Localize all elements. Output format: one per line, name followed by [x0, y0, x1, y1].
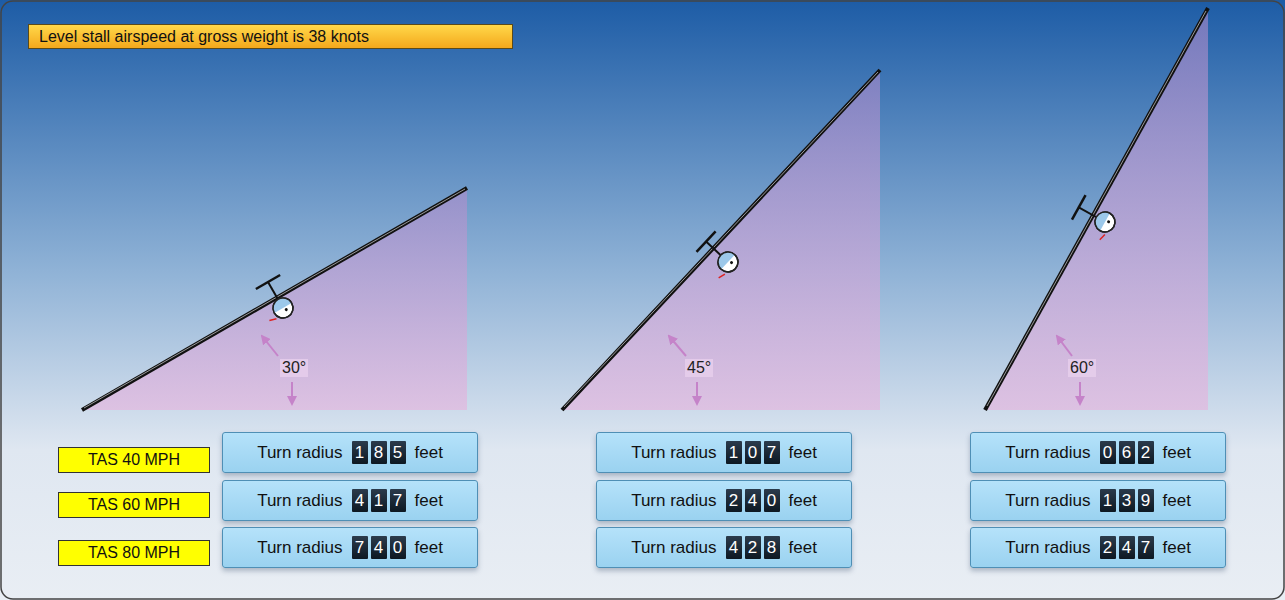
digit: 2 — [748, 538, 757, 558]
digit: 2 — [729, 491, 738, 511]
label-text: feet — [1163, 443, 1191, 463]
digit-tile: 1 — [371, 489, 387, 512]
digit-tile: 2 — [726, 489, 742, 512]
digit: 4 — [729, 538, 738, 558]
digit: 8 — [374, 443, 383, 463]
digit-tile: 4 — [371, 536, 387, 559]
digit: 2 — [1103, 538, 1112, 558]
digit: 0 — [767, 491, 776, 511]
turn-radius-box: Turn radius feet 240 — [596, 480, 852, 521]
digit: 5 — [393, 443, 402, 463]
digit-tile: 1 — [352, 441, 368, 464]
digit-tile: 0 — [1100, 441, 1116, 464]
label-text: Turn radius — [1005, 443, 1090, 463]
digit: 7 — [355, 538, 364, 558]
digit-tile: 2 — [1138, 441, 1154, 464]
digit: 4 — [748, 491, 757, 511]
digit: 2 — [1141, 443, 1150, 463]
airspeed-box: TAS 60 MPH — [58, 492, 210, 518]
turn-radius-box: Turn radius feet 740 — [222, 527, 478, 568]
digit-tile: 9 — [1138, 489, 1154, 512]
bank-angle-label: 45° — [685, 359, 713, 377]
digit-tile: 5 — [390, 441, 406, 464]
turn-radius-box: Turn radius feet 417 — [222, 480, 478, 521]
digit-tile: 8 — [764, 536, 780, 559]
label-text: Turn radius — [1005, 538, 1090, 558]
turn-radius-box: Turn radius feet 139 — [970, 480, 1226, 521]
digit: 7 — [1141, 538, 1150, 558]
note-box: Level stall airspeed at gross weight is … — [28, 24, 513, 49]
digit-tile: 0 — [764, 489, 780, 512]
label-text: Level stall airspeed at gross weight is … — [39, 28, 369, 45]
label-text: feet — [415, 491, 443, 511]
label-text: feet — [415, 538, 443, 558]
label-text: Turn radius — [1005, 491, 1090, 511]
digit: 8 — [767, 538, 776, 558]
digit: 1 — [1103, 491, 1112, 511]
digit: 7 — [767, 443, 776, 463]
label-text: TAS 80 MPH — [88, 544, 180, 562]
turn-radius-box: Turn radius feet 062 — [970, 432, 1226, 473]
turn-radius-box: Turn radius feet 247 — [970, 527, 1226, 568]
label-text: Turn radius — [257, 538, 342, 558]
label-text: Turn radius — [257, 443, 342, 463]
digit: 0 — [1103, 443, 1112, 463]
digit: 4 — [374, 538, 383, 558]
digit-tile: 8 — [371, 441, 387, 464]
digit-tile: 7 — [352, 536, 368, 559]
turn-radius-box: Turn radius feet 428 — [596, 527, 852, 568]
digit: 4 — [355, 491, 364, 511]
digit: 0 — [393, 538, 402, 558]
digit-tile: 4 — [745, 489, 761, 512]
digit-tile: 4 — [726, 536, 742, 559]
digit: 6 — [1122, 443, 1131, 463]
turn-radius-box: Turn radius feet 107 — [596, 432, 852, 473]
label-text: feet — [789, 538, 817, 558]
label-text: TAS 40 MPH — [88, 451, 180, 469]
digit: 9 — [1141, 491, 1150, 511]
digit: 7 — [393, 491, 402, 511]
label-text: feet — [789, 491, 817, 511]
digit-tile: 4 — [352, 489, 368, 512]
airspeed-box: TAS 40 MPH — [58, 447, 210, 473]
turn-radius-box: Turn radius feet 185 — [222, 432, 478, 473]
label-text: Turn radius — [631, 491, 716, 511]
digit: 1 — [374, 491, 383, 511]
digit-tile: 3 — [1119, 489, 1135, 512]
label-text: TAS 60 MPH — [88, 496, 180, 514]
digit-tile: 7 — [1138, 536, 1154, 559]
digit-tile: 2 — [1100, 536, 1116, 559]
label-text: feet — [415, 443, 443, 463]
digit-tile: 4 — [1119, 536, 1135, 559]
digit: 3 — [1122, 491, 1131, 511]
airspeed-box: TAS 80 MPH — [58, 540, 210, 566]
bank-angle-label: 60° — [1068, 359, 1096, 377]
digit-tile: 7 — [390, 489, 406, 512]
digit: 1 — [729, 443, 738, 463]
digit-tile: 0 — [745, 441, 761, 464]
label-text: Turn radius — [257, 491, 342, 511]
digit: 4 — [1122, 538, 1131, 558]
digit-tile: 1 — [726, 441, 742, 464]
digit-tile: 7 — [764, 441, 780, 464]
digit-tile: 2 — [745, 536, 761, 559]
label-text: feet — [1163, 538, 1191, 558]
bank-angle-label: 30° — [280, 359, 308, 377]
label-text: Turn radius — [631, 538, 716, 558]
digit-tile: 0 — [390, 536, 406, 559]
digit-tile: 1 — [1100, 489, 1116, 512]
label-text: feet — [789, 443, 817, 463]
label-text: feet — [1163, 491, 1191, 511]
digit-tile: 6 — [1119, 441, 1135, 464]
label-text: Turn radius — [631, 443, 716, 463]
digit: 1 — [355, 443, 364, 463]
digit: 0 — [748, 443, 757, 463]
